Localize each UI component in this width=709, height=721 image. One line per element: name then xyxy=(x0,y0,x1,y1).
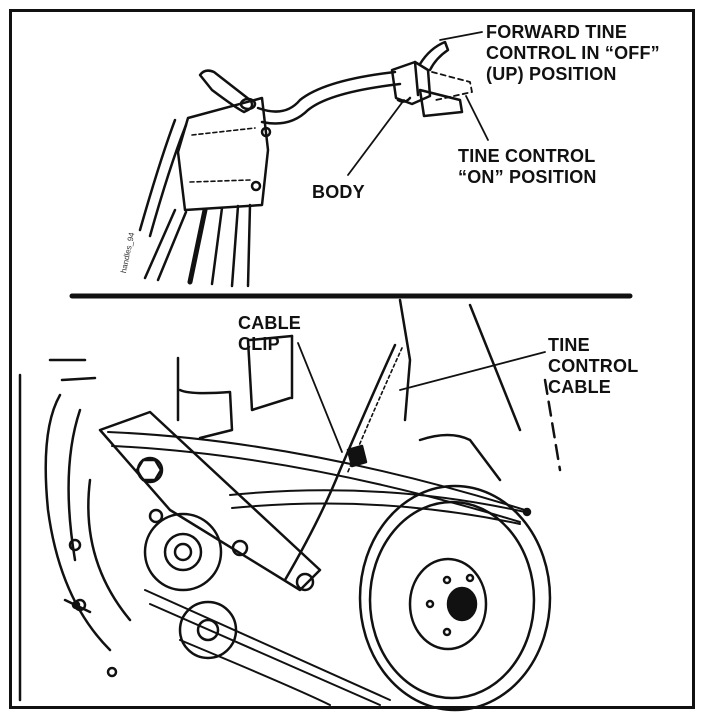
label-line: CONTROL xyxy=(548,356,639,376)
leader-tine-on xyxy=(465,95,489,141)
handlebar-assembly xyxy=(138,40,473,288)
leader-cable-clip xyxy=(297,342,343,453)
label-tine-control-cable: TINE CONTROL CABLE xyxy=(548,335,638,398)
label-line: “ON” POSITION xyxy=(458,167,597,187)
label-line: CABLE xyxy=(548,377,611,397)
label-forward-tine-control: FORWARD TINE CONTROL IN “OFF” (UP) POSIT… xyxy=(486,22,660,85)
label-line: (UP) POSITION xyxy=(486,64,617,84)
label-line: TINE CONTROL xyxy=(458,146,596,166)
engine-assembly xyxy=(18,298,562,712)
figure-border xyxy=(9,9,695,709)
label-line: CLIP xyxy=(238,334,280,354)
label-line: TINE xyxy=(548,335,590,355)
leader-forward-tine xyxy=(439,31,483,41)
label-tine-control-on: TINE CONTROL “ON” POSITION xyxy=(458,146,597,188)
label-line: CONTROL IN “OFF” xyxy=(486,43,660,63)
label-body: BODY xyxy=(312,182,365,202)
leader-body xyxy=(347,99,405,176)
label-cable-clip: CABLE CLIP xyxy=(238,313,301,355)
leader-tine-cable xyxy=(399,351,546,391)
label-line: FORWARD TINE xyxy=(486,22,628,42)
label-line: CABLE xyxy=(238,313,301,333)
